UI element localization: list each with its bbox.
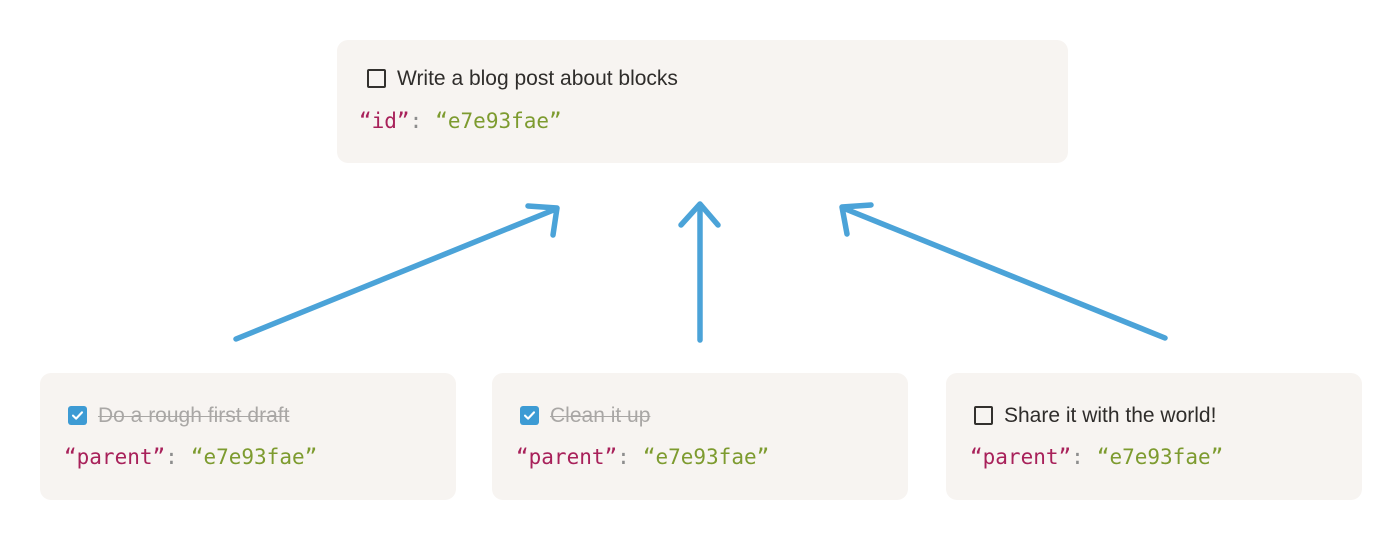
child-3-task-title: Share it with the world! (1004, 404, 1217, 427)
parent-task-title: Write a blog post about blocks (397, 67, 678, 90)
json-key: “parent” (64, 445, 166, 469)
child-2-task-row[interactable]: Clean it up (520, 405, 650, 426)
parent-task-row[interactable]: Write a blog post about blocks (367, 68, 678, 89)
child-2-task-title: Clean it up (550, 404, 651, 427)
child-3-task-row[interactable]: Share it with the world! (974, 405, 1216, 426)
json-value: “e7e93fae” (435, 109, 562, 133)
json-value: “e7e93fae” (642, 445, 770, 469)
child-card-3[interactable]: Share it with the world! “parent”: “e7e93… (946, 373, 1362, 500)
child-1-json-line: “parent”: “e7e93fae” (64, 447, 317, 468)
child-3-json-line: “parent”: “e7e93fae” (970, 447, 1223, 468)
json-key: “id” (359, 109, 410, 133)
json-value: “e7e93fae” (1096, 445, 1224, 469)
child-card-2[interactable]: Clean it up “parent”: “e7e93fae” (492, 373, 908, 500)
child-1-task-title: Do a rough first draft (98, 404, 290, 427)
json-colon: : (1071, 445, 1084, 469)
arrow-child-1-to-parent (233, 203, 560, 342)
json-value: “e7e93fae” (190, 445, 318, 469)
parent-card[interactable]: Write a blog post about blocks “id”: “e7e… (337, 40, 1068, 163)
child-2-json-line: “parent”: “e7e93fae” (516, 447, 769, 468)
json-colon: : (617, 445, 630, 469)
json-key: “parent” (970, 445, 1072, 469)
child-card-1[interactable]: Do a rough first draft “parent”: “e7e93fa… (40, 373, 456, 500)
checkbox-empty-icon[interactable] (367, 69, 386, 88)
checkbox-checked-icon[interactable] (520, 406, 539, 425)
checkbox-checked-icon[interactable] (68, 406, 87, 425)
child-1-task-row[interactable]: Do a rough first draft (68, 405, 289, 426)
arrow-child-3-to-parent (839, 202, 1168, 341)
json-colon: : (165, 445, 178, 469)
json-colon: : (409, 109, 423, 133)
json-key: “parent” (516, 445, 618, 469)
checkbox-empty-icon[interactable] (974, 406, 993, 425)
arrow-child-2-to-parent (678, 201, 721, 343)
parent-json-line: “id”: “e7e93fae” (359, 111, 562, 132)
